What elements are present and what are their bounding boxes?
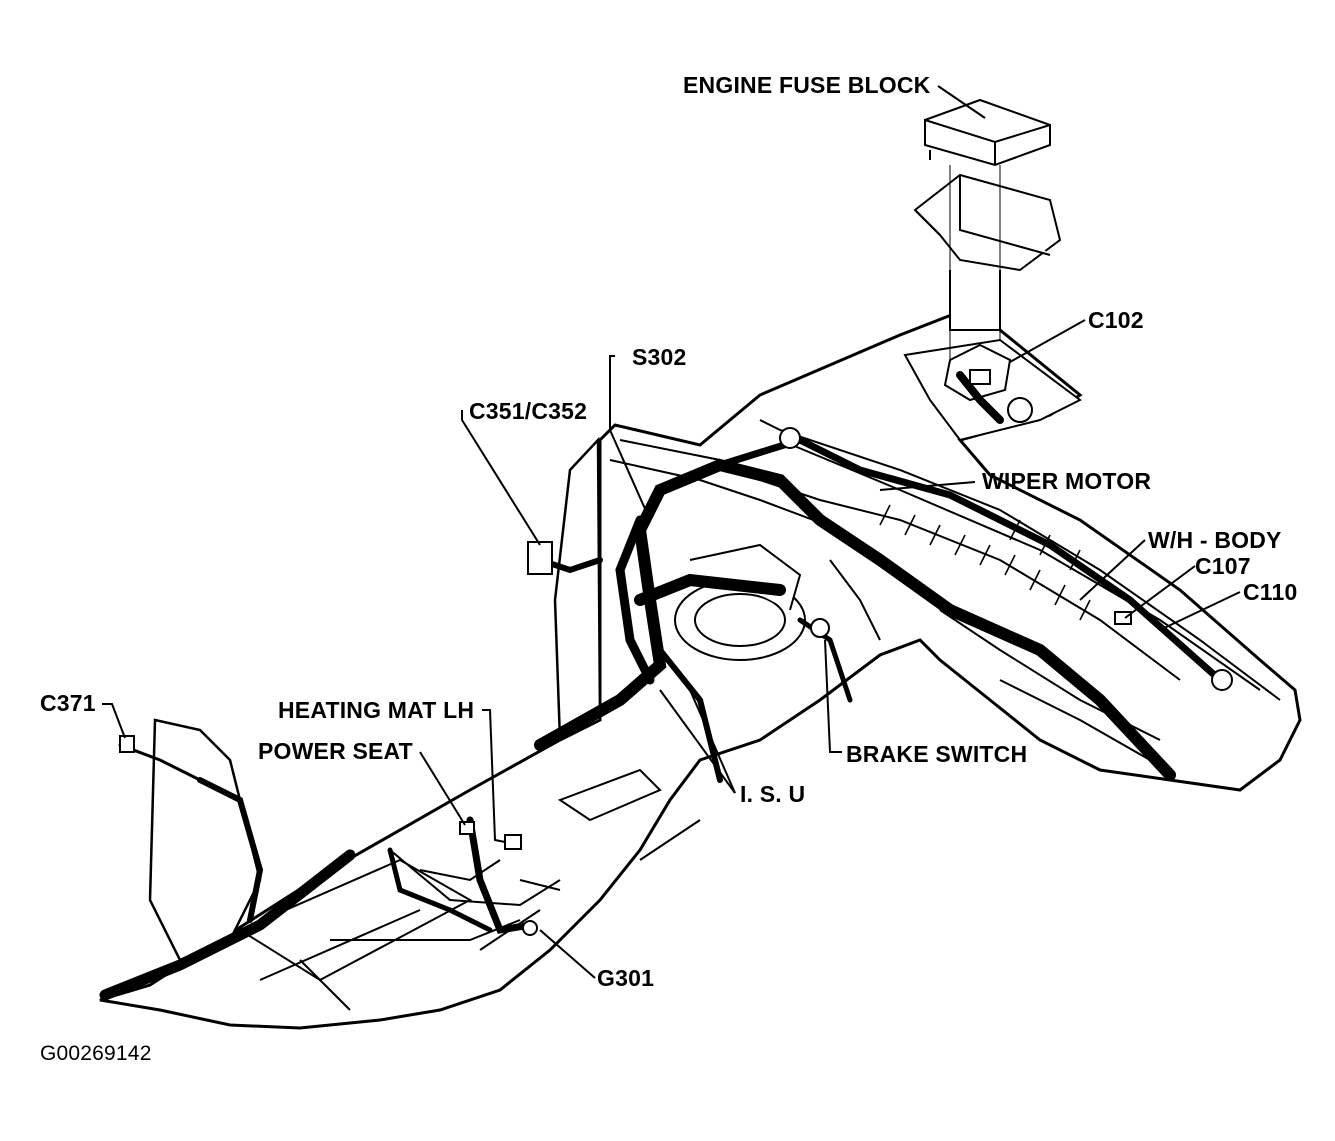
leader-lines bbox=[102, 85, 1241, 979]
heating-mat-connector bbox=[504, 834, 522, 850]
label-engine-fuse-block: ENGINE FUSE BLOCK bbox=[683, 72, 931, 98]
c102-connector bbox=[969, 369, 991, 385]
a-pillar bbox=[553, 436, 602, 742]
label-s302: S302 bbox=[632, 344, 687, 370]
label-isu: I. S. U bbox=[740, 781, 806, 807]
c107-connector bbox=[1114, 611, 1132, 625]
c351-c352-connector bbox=[527, 541, 553, 575]
power-seat-connector bbox=[459, 821, 475, 835]
c371-connector bbox=[119, 735, 135, 753]
brake-switch-icon bbox=[810, 618, 830, 638]
label-c110: C110 bbox=[1243, 579, 1298, 605]
label-wiper-motor: WIPER MOTOR bbox=[982, 468, 1152, 494]
label-c371: C371 bbox=[40, 690, 96, 716]
label-heating-mat-lh: HEATING MAT LH bbox=[278, 697, 475, 723]
firewall-structure bbox=[609, 419, 1281, 761]
label-wh-body: W/H - BODY bbox=[1148, 527, 1282, 553]
wiper-motor-icon bbox=[779, 427, 801, 449]
body-outline bbox=[99, 298, 1302, 1030]
engine-fuse-block-icon bbox=[913, 98, 1062, 331]
connectors bbox=[119, 369, 1233, 936]
label-g301: G301 bbox=[597, 965, 655, 991]
figure-id: G00269142 bbox=[40, 1042, 152, 1065]
label-power-seat: POWER SEAT bbox=[258, 738, 413, 764]
c110-connector bbox=[1211, 669, 1233, 691]
label-brake-switch: BRAKE SWITCH bbox=[846, 741, 1028, 767]
g301-ground-icon bbox=[522, 920, 538, 936]
label-c351-c352: C351/C352 bbox=[469, 398, 588, 424]
label-c102: C102 bbox=[1088, 307, 1144, 333]
cowl-panel bbox=[879, 504, 1091, 621]
label-c107: C107 bbox=[1195, 553, 1251, 579]
fuse-block-guide-lines bbox=[949, 165, 1001, 360]
